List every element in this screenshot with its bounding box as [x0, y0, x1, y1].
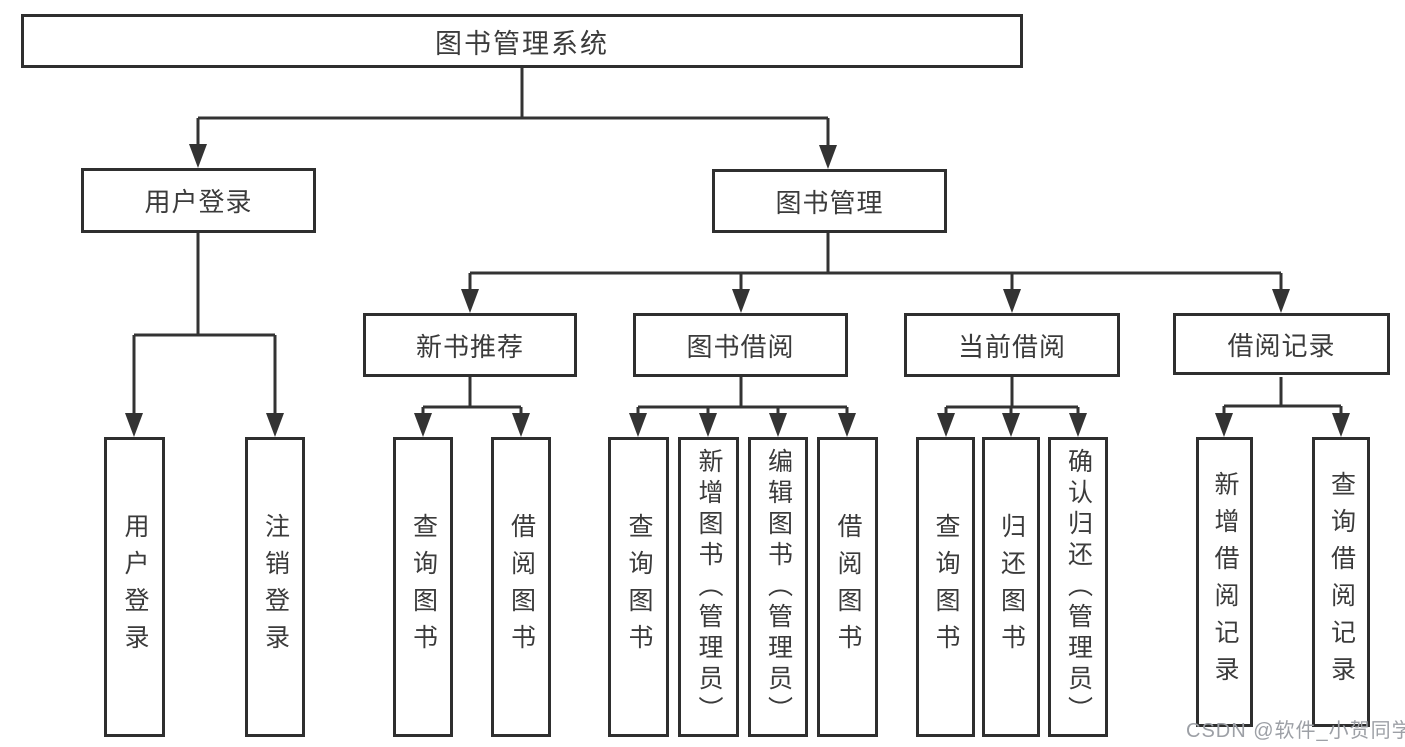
leaf-confirm-return-admin: 确认归还（管理员） [1048, 437, 1108, 737]
leaf-query-books-recommend-label: 查询图书 [409, 513, 438, 661]
leaf-query-books-current: 查询图书 [916, 437, 975, 737]
leaf-add-books-admin-label: 新增图书（管理员） [695, 447, 723, 727]
node-current-borrow-label: 当前借阅 [957, 331, 1066, 362]
node-root: 图书管理系统 [21, 14, 1023, 68]
csdn-watermark: CSDN @软件_小贺同学 [1186, 720, 1405, 742]
node-book-borrow: 图书借阅 [633, 313, 848, 377]
node-user-login: 用户登录 [81, 168, 316, 233]
leaf-return-books-label: 归还图书 [997, 513, 1026, 661]
leaf-user-login: 用户登录 [104, 437, 165, 737]
leaf-add-books-admin: 新增图书（管理员） [678, 437, 739, 737]
node-user-login-label: 用户登录 [144, 187, 253, 217]
leaf-add-borrow-record: 新增借阅记录 [1196, 437, 1253, 727]
leaf-query-books-current-label: 查询图书 [932, 513, 960, 661]
leaf-query-books-borrow-label: 查询图书 [625, 513, 653, 661]
leaf-edit-books-admin: 编辑图书（管理员） [748, 437, 808, 737]
node-new-book-recommend-label: 新书推荐 [415, 331, 524, 362]
node-book-borrow-label: 图书借阅 [686, 331, 795, 362]
node-borrow-records: 借阅记录 [1173, 313, 1390, 375]
leaf-query-borrow-record: 查询借阅记录 [1312, 437, 1370, 727]
leaf-logout: 注销登录 [245, 437, 305, 737]
leaf-confirm-return-admin-label: 确认归还（管理员） [1064, 447, 1093, 727]
leaf-logout-label: 注销登录 [261, 513, 290, 661]
leaf-add-borrow-record-label: 新增借阅记录 [1211, 471, 1239, 693]
node-current-borrow: 当前借阅 [904, 313, 1120, 377]
leaf-user-login-label: 用户登录 [121, 513, 149, 661]
arrowheads [125, 144, 1350, 437]
leaf-borrow-books-label: 借阅图书 [834, 513, 862, 661]
node-new-book-recommend: 新书推荐 [363, 313, 577, 377]
leaf-query-borrow-record-label: 查询借阅记录 [1327, 471, 1356, 693]
leaf-borrow-books-recommend: 借阅图书 [491, 437, 551, 737]
node-book-management-label: 图书管理 [775, 187, 884, 218]
leaf-query-books-recommend: 查询图书 [393, 437, 453, 737]
leaf-edit-books-admin-label: 编辑图书（管理员） [764, 447, 793, 727]
node-book-management: 图书管理 [712, 169, 947, 233]
leaf-return-books: 归还图书 [982, 437, 1040, 737]
connector-path [132, 68, 1343, 415]
node-borrow-records-label: 借阅记录 [1227, 330, 1336, 361]
leaf-borrow-books-recommend-label: 借阅图书 [507, 513, 536, 661]
leaf-query-books-borrow: 查询图书 [608, 437, 669, 737]
leaf-borrow-books: 借阅图书 [817, 437, 878, 737]
node-root-label: 图书管理系统 [435, 28, 609, 59]
